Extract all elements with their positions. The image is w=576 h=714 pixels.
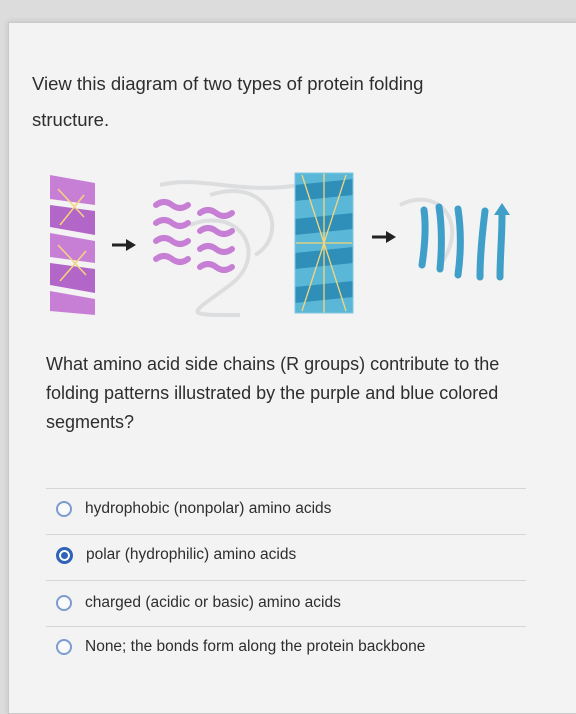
divider: [46, 534, 526, 535]
question-text: What amino acid side chains (R groups) c…: [46, 354, 500, 432]
helix-coils-icon: [153, 199, 235, 273]
intro-text: View this diagram of two types of protei…: [32, 73, 424, 130]
option-label: hydrophobic (nonpolar) amino acids: [85, 500, 332, 517]
right-arrow-icon: [112, 239, 136, 251]
option-hydrophobic[interactable]: hydrophobic (nonpolar) amino acids: [56, 494, 516, 524]
option-label: charged (acidic or basic) amino acids: [85, 594, 341, 611]
option-polar[interactable]: polar (hydrophilic) amino acids: [56, 540, 516, 570]
option-none-backbone[interactable]: None; the bonds form along the protein b…: [56, 632, 516, 662]
right-arrow-icon: [372, 231, 396, 243]
protein-folding-diagram: [40, 165, 540, 335]
alpha-helix-ribbon-icon: [50, 175, 95, 315]
beta-strands-icon: [418, 203, 506, 281]
option-label: None; the bonds form along the protein b…: [85, 638, 426, 655]
radio-button[interactable]: [56, 595, 72, 611]
divider: [46, 488, 526, 489]
option-charged[interactable]: charged (acidic or basic) amino acids: [56, 588, 516, 618]
radio-button[interactable]: [56, 639, 72, 655]
divider: [46, 580, 526, 581]
divider: [46, 626, 526, 627]
radio-button-selected[interactable]: [56, 546, 73, 564]
option-label: polar (hydrophilic) amino acids: [86, 546, 297, 563]
radio-button[interactable]: [56, 501, 72, 517]
question-card: [8, 22, 576, 714]
beta-sheet-ribbon-icon: [294, 172, 354, 314]
